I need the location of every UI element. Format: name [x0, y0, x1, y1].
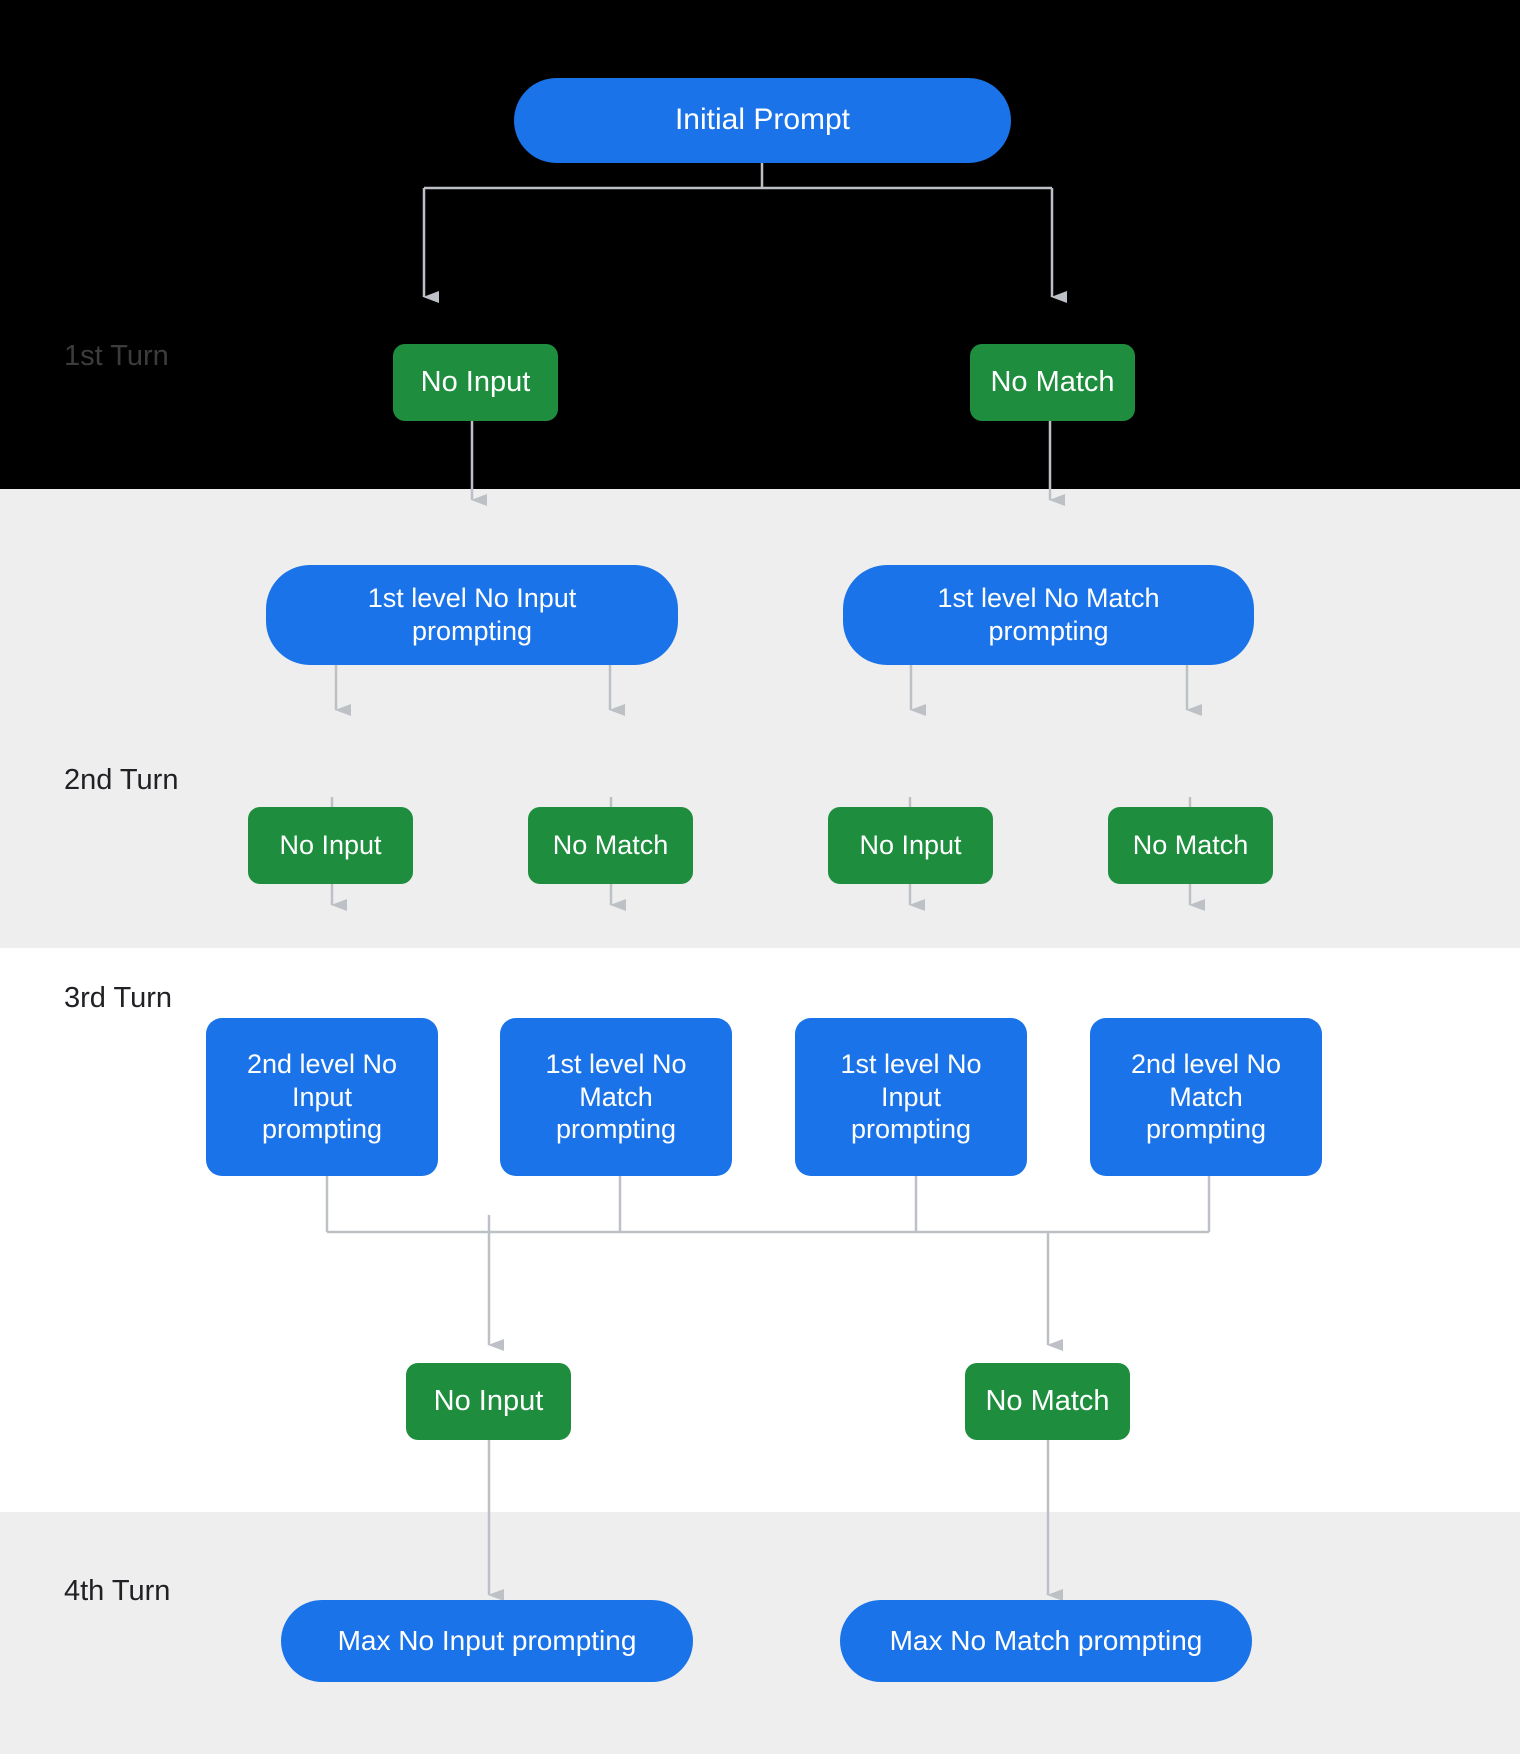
node-turn3-first-level-no-input-prompting[interactable]: 1st level No Input prompting [795, 1018, 1027, 1176]
turn-label-2nd: 2nd Turn [64, 764, 179, 796]
node-turn2-no-input-b[interactable]: No Input [828, 807, 993, 884]
turn-label-1st: 1st Turn [64, 340, 169, 372]
turn-label-4th: 4th Turn [64, 1575, 171, 1607]
turn-label-3rd: 3rd Turn [64, 982, 172, 1014]
node-turn2-first-level-no-match-prompting[interactable]: 1st level No Match prompting [843, 565, 1254, 665]
node-turn2-no-match-a[interactable]: No Match [528, 807, 693, 884]
node-turn2-no-match-b[interactable]: No Match [1108, 807, 1273, 884]
node-turn3-second-level-no-match-prompting[interactable]: 2nd level No Match prompting [1090, 1018, 1322, 1176]
node-turn3-no-input[interactable]: No Input [406, 1363, 571, 1440]
node-turn3-first-level-no-match-prompting[interactable]: 1st level No Match prompting [500, 1018, 732, 1176]
node-turn3-second-level-no-input-prompting[interactable]: 2nd level No Input prompting [206, 1018, 438, 1176]
node-initial-prompt[interactable]: Initial Prompt [514, 78, 1011, 163]
node-turn4-max-no-input-prompting[interactable]: Max No Input prompting [281, 1600, 693, 1682]
node-turn2-first-level-no-input-prompting[interactable]: 1st level No Input prompting [266, 565, 678, 665]
node-turn1-no-match[interactable]: No Match [970, 344, 1135, 421]
node-turn2-no-input-a[interactable]: No Input [248, 807, 413, 884]
turn-band-4 [0, 1512, 1520, 1754]
node-turn3-no-match[interactable]: No Match [965, 1363, 1130, 1440]
node-turn4-max-no-match-prompting[interactable]: Max No Match prompting [840, 1600, 1252, 1682]
node-turn1-no-input[interactable]: No Input [393, 344, 558, 421]
